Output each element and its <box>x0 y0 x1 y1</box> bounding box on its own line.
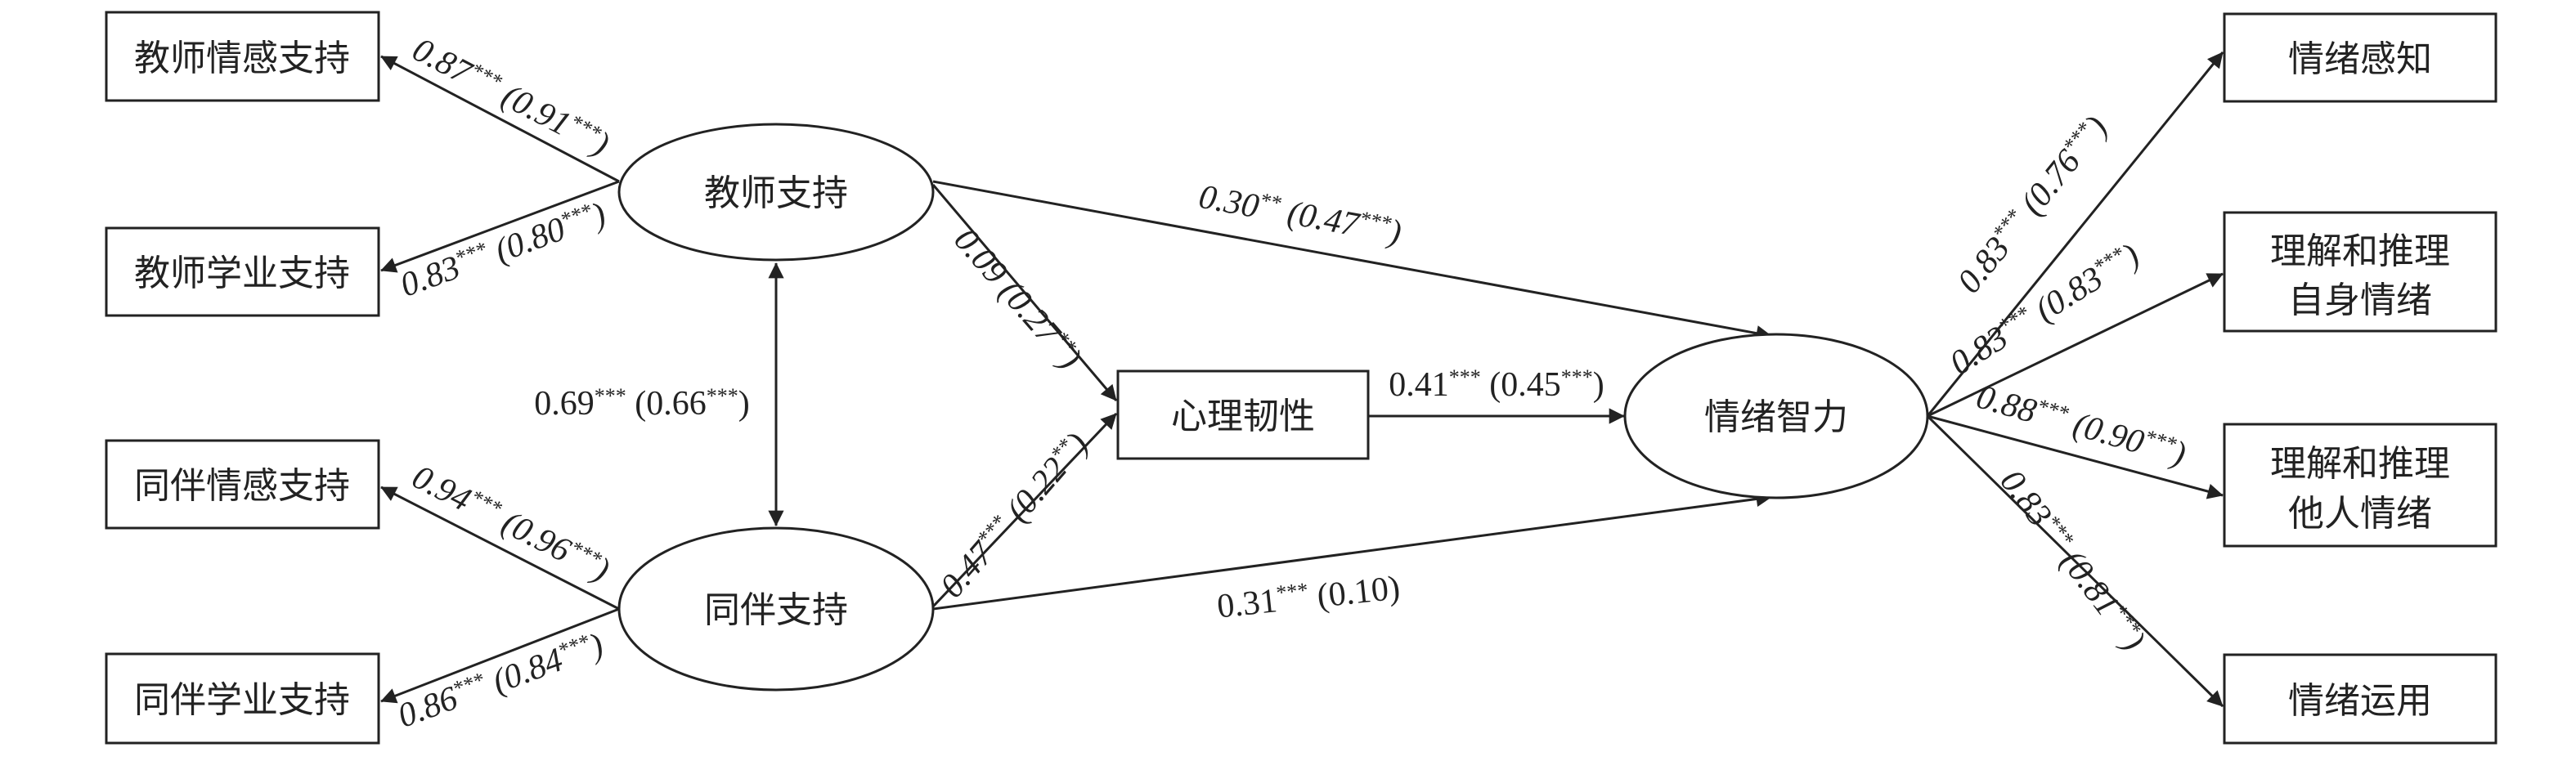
significance-stars: *** <box>707 384 738 408</box>
coefficient-label-ts-te: 0.87*** (0.91***) <box>406 30 615 163</box>
node-label: 同伴学业支持 <box>134 679 350 721</box>
coefficient-label-ei-oth: 0.88*** (0.90***) <box>1972 378 2190 474</box>
path-peer-to-ei <box>932 490 1772 611</box>
coefficient-label-ps-pa: 0.86*** (0.84***) <box>393 625 608 735</box>
coefficient-label-ts-res: 0.09 (0.27**) <box>947 221 1089 376</box>
significance-stars: *** <box>595 384 626 408</box>
significance-stars: ** <box>1258 188 1283 215</box>
node-teacher-emotional: 教师情感支持 <box>105 11 380 102</box>
path-peer-to-resilience <box>931 412 1118 608</box>
coefficient-value: 0.69 <box>534 385 595 423</box>
significance-stars: *** <box>1561 365 1593 389</box>
node-label: 教师支持 <box>704 172 848 214</box>
node-label: 情绪运用 <box>2288 680 2432 722</box>
node-label-line2: 他人情绪 <box>2288 493 2432 535</box>
node-emotional-intelligence: 情绪智力 <box>1623 333 1929 499</box>
node-label-line2: 自身情绪 <box>2288 280 2432 321</box>
coefficient-label-ps-pe: 0.94*** (0.96***) <box>406 458 616 590</box>
coefficient-label-ts-ta: 0.83*** (0.80***) <box>395 195 611 304</box>
node-understand-others: 理解和推理 他人情绪 <box>2223 423 2497 548</box>
node-peer-emotional: 同伴情感支持 <box>105 439 380 530</box>
node-perception: 情绪感知 <box>2223 12 2497 103</box>
node-teacher-support: 教师支持 <box>617 123 935 262</box>
coefficient-label-ei-use: 0.83*** (0.81***) <box>1993 463 2153 658</box>
node-label: 情绪感知 <box>2288 38 2432 80</box>
path-ei-to-others <box>1927 414 2224 499</box>
node-peer-support: 同伴支持 <box>617 526 935 692</box>
paths <box>380 51 2224 708</box>
significance-stars: *** <box>1358 206 1393 235</box>
significance-stars: *** <box>1275 578 1309 605</box>
coefficient-label-res-ei: 0.41*** (0.45***) <box>1389 365 1604 404</box>
node-label-line1: 理解和推理 <box>2270 231 2450 272</box>
path-teacher-to-resilience <box>931 184 1118 401</box>
coefficient-value: 0.94 <box>406 459 477 519</box>
coefficient-label-ps-res: 0.47*** (0.22**) <box>932 425 1096 605</box>
coefficient-value: (0.90 <box>2061 404 2148 462</box>
coefficient-value: 0.88 <box>1972 378 2040 431</box>
coefficient-label-ts-ei: 0.30** (0.47***) <box>1196 177 1404 252</box>
coefficient-label-ps-ei: 0.31*** (0.10) <box>1215 568 1402 625</box>
node-label-line1: 理解和推理 <box>2270 443 2450 485</box>
node-teacher-academic: 教师学业支持 <box>105 226 380 317</box>
significance-stars: *** <box>1449 365 1481 389</box>
path-teacher-to-emotional <box>380 55 620 183</box>
coefficient-value: ) <box>1593 366 1604 404</box>
coefficient-label-ts-ps: 0.69*** (0.66***) <box>534 384 750 423</box>
coefficient-value: (0.84 <box>479 641 568 704</box>
coefficient-value: 0.87 <box>406 31 478 93</box>
path-teacher-to-academic <box>380 180 620 273</box>
coefficient-value: ) <box>738 385 750 423</box>
node-label: 同伴情感支持 <box>134 465 350 507</box>
path-peer-to-academic <box>380 607 620 704</box>
node-label: 心理韧性 <box>1171 396 1315 437</box>
path-teacher-to-ei <box>932 180 1772 342</box>
coefficient-value: (0.45 <box>1481 366 1561 404</box>
coefficient-value: (0.91 <box>488 74 577 144</box>
path-ei-to-use <box>1926 414 2224 708</box>
coefficient-value: 0.31 <box>1215 582 1279 625</box>
path-peer-to-emotional <box>380 486 620 611</box>
coefficient-value: 0.09 (0.27 <box>947 222 1069 353</box>
node-use: 情绪运用 <box>2223 653 2497 745</box>
node-resilience: 心理韧性 <box>1116 369 1370 460</box>
coefficient-value: (0.10) <box>1307 569 1402 616</box>
node-peer-academic: 同伴学业支持 <box>105 652 380 745</box>
node-label: 同伴支持 <box>704 589 848 631</box>
node-label: 教师情感支持 <box>134 38 350 79</box>
coefficient-value: (0.96 <box>488 500 577 570</box>
node-understand-self: 理解和推理 自身情绪 <box>2223 211 2497 333</box>
coefficient-value: 0.30 <box>1196 178 1262 226</box>
node-label: 教师学业支持 <box>134 253 350 294</box>
coefficient-value: (0.80 <box>482 210 570 273</box>
coefficient-value: (0.47 <box>1276 193 1363 244</box>
coefficient-value: 0.41 <box>1389 366 1449 404</box>
path-ei-to-self <box>1927 272 2224 418</box>
coefficient-value: (0.66 <box>626 385 707 423</box>
path-ei-to-perception <box>1926 51 2224 417</box>
node-label: 情绪智力 <box>1704 396 1848 438</box>
